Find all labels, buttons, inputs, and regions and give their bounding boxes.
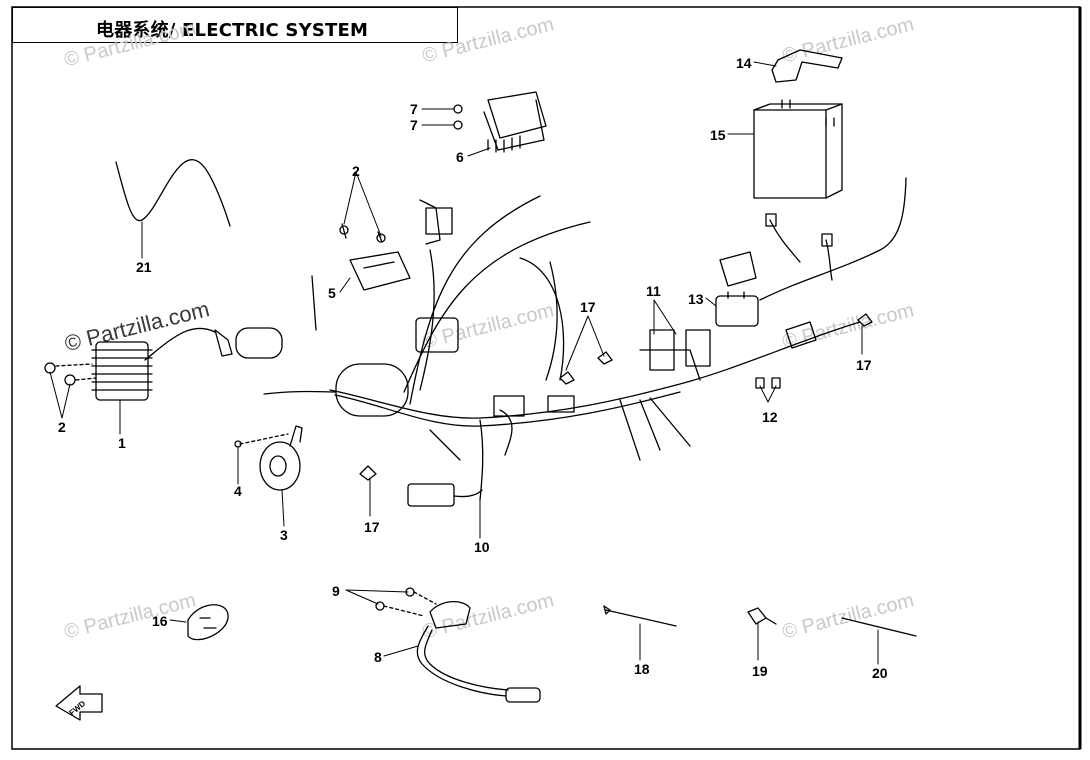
part-17-clips — [359, 313, 873, 481]
callout-19: 19 — [752, 663, 768, 679]
part-18-cable-tie — [603, 605, 677, 627]
callout-13: 13 — [688, 291, 704, 307]
callout-14: 14 — [736, 55, 752, 71]
callout-11: 11 — [646, 283, 661, 299]
part-10-main-wiring-harness — [263, 177, 907, 501]
callout-8: 8 — [374, 649, 382, 665]
part-21-wire — [115, 159, 231, 227]
callout-7: 7 — [410, 101, 418, 117]
callout-15: 15 — [710, 127, 726, 143]
callout-16: 16 — [152, 613, 168, 629]
callout-17: 17 — [580, 299, 596, 315]
part-12-fuses — [755, 377, 781, 389]
callout-12: 12 — [762, 409, 778, 425]
callout-10: 10 — [474, 539, 490, 555]
callout-2: 2 — [58, 419, 66, 435]
part-3-horn — [234, 425, 303, 491]
callout-3: 3 — [280, 527, 288, 543]
part-14-battery-strap — [771, 49, 843, 83]
callout-2: 2 — [352, 163, 360, 179]
part-5-relay-unit — [311, 223, 411, 331]
callout-21: 21 — [136, 259, 152, 275]
part-15-battery — [753, 99, 843, 199]
part-1-regulator-rectifier — [44, 327, 283, 401]
callout-17: 17 — [364, 519, 380, 535]
part-20-cable-tie — [841, 617, 917, 637]
callout-7: 7 — [410, 117, 418, 133]
callout-18: 18 — [634, 661, 650, 677]
callout-labels: 1 2 2 3 4 5 6 7 7 8 9 10 11 12 13 14 15 … — [58, 55, 888, 681]
diagram-title: 电器系统/ ELECTRIC SYSTEM — [96, 20, 369, 41]
callout-17: 17 — [856, 357, 872, 373]
part-13-starter-relay — [715, 291, 759, 327]
part-6-ecu-module — [453, 91, 547, 153]
part-16-remote-key — [187, 604, 229, 641]
fwd-arrow-icon — [55, 685, 103, 721]
callout-20: 20 — [872, 665, 888, 681]
part-8-ignition-coil — [375, 587, 541, 703]
part-10-connector — [407, 483, 483, 507]
callout-6: 6 — [456, 149, 464, 165]
callout-1: 1 — [118, 435, 126, 451]
callout-9: 9 — [332, 583, 340, 599]
title-box — [12, 7, 458, 43]
part-19-wire-clip — [747, 607, 777, 625]
fwd-label: FWD — [68, 699, 88, 718]
callout-4: 4 — [234, 483, 242, 499]
callout-5: 5 — [328, 285, 336, 301]
